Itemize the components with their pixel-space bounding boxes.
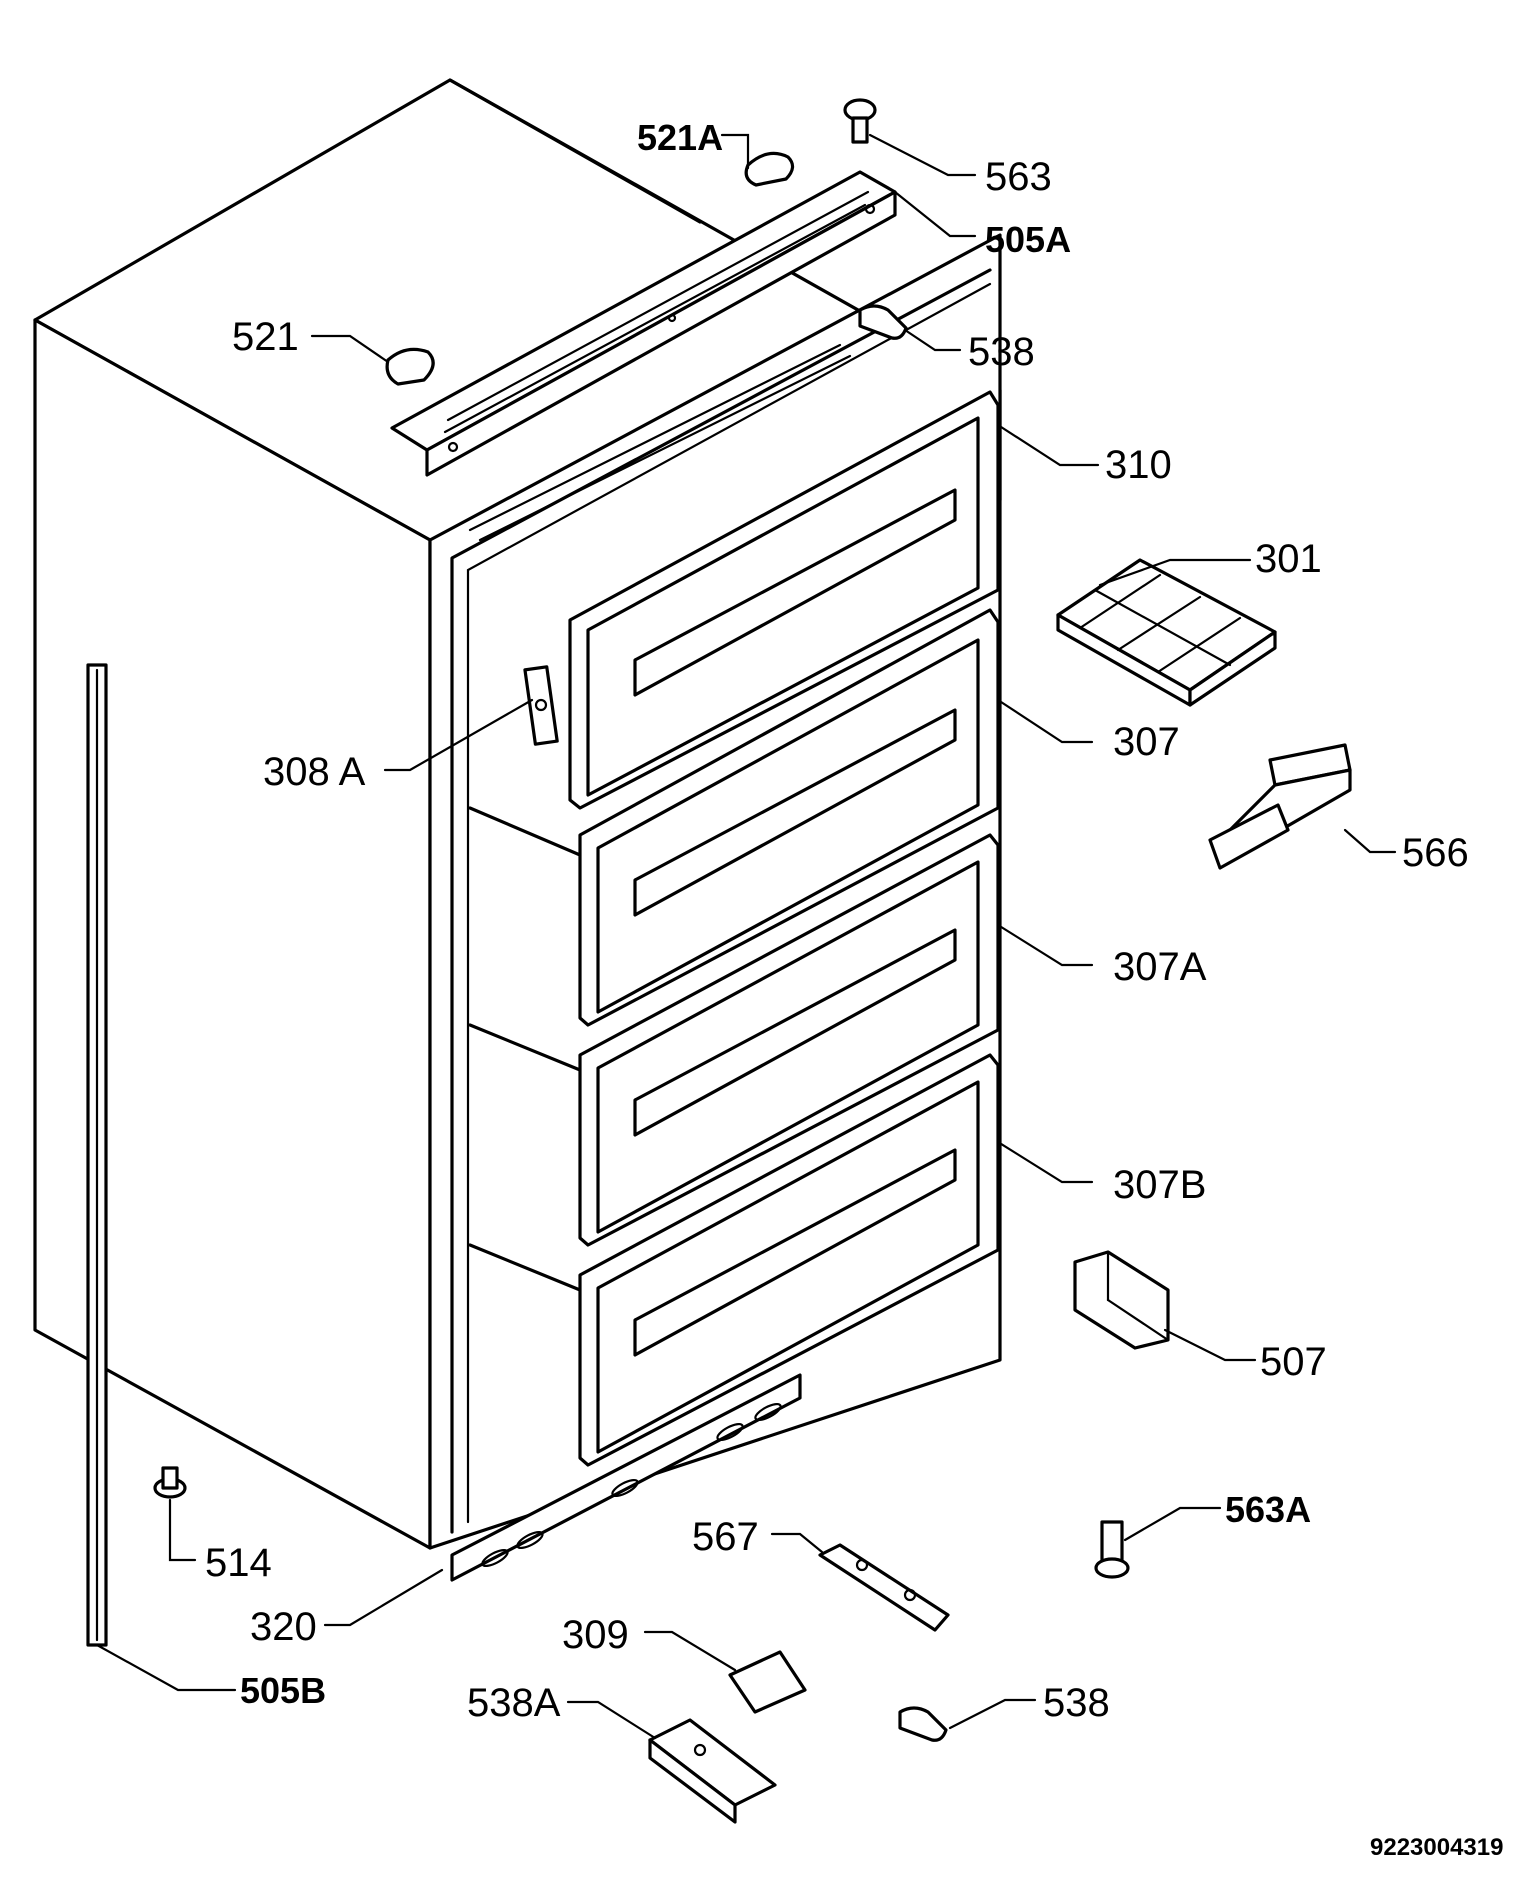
foot-514 (153, 1466, 187, 1499)
bracket-567 (818, 1543, 950, 1632)
label-309: 309 (562, 1613, 629, 1657)
hinge-pin-538-bottom (898, 1706, 948, 1742)
drawer-307b (468, 1053, 1000, 1467)
hinge-cap-521 (385, 347, 435, 386)
hinge-pin-538-top (858, 304, 908, 340)
label-538-bottom: 538 (1043, 1681, 1110, 1725)
label-563: 563 (985, 155, 1052, 199)
ice-scraper-566 (1208, 743, 1352, 870)
hinge-cap-521a (744, 151, 795, 187)
drawer-307a (468, 833, 1000, 1247)
label-310: 310 (1105, 443, 1172, 487)
drawer-310 (568, 390, 1000, 810)
top-hinge-bar (390, 170, 897, 477)
label-538-top: 538 (968, 330, 1035, 374)
label-505b: 505B (240, 1670, 326, 1711)
label-507: 507 (1260, 1340, 1327, 1384)
label-566: 566 (1402, 831, 1469, 875)
label-514: 514 (205, 1541, 272, 1585)
hinge-538a (648, 1718, 777, 1824)
cover-309 (728, 1650, 807, 1714)
screw-563a (1094, 1520, 1130, 1579)
label-521: 521 (232, 315, 299, 359)
part-labels: 521A 563 505A 521 538 310 301 308 A 307 … (205, 117, 1469, 1725)
label-320: 320 (250, 1605, 317, 1649)
label-538a: 538A (467, 1681, 561, 1725)
label-301: 301 (1255, 537, 1322, 581)
label-307a: 307A (1113, 945, 1207, 989)
label-567: 567 (692, 1515, 759, 1559)
hinge-plate-308a (523, 665, 559, 746)
ice-tray-301 (1056, 558, 1277, 707)
label-521a: 521A (637, 117, 723, 158)
label-307b: 307B (1113, 1163, 1206, 1207)
bottom-plinth-320 (450, 1373, 802, 1582)
leader-lines (95, 133, 1397, 1740)
drawing-number: 9223004319 (1370, 1834, 1503, 1861)
drawer-307 (468, 608, 1000, 1027)
screw-563 (843, 98, 877, 144)
label-308a: 308 A (263, 750, 366, 794)
label-505a: 505A (985, 219, 1071, 260)
label-563a: 563A (1225, 1489, 1311, 1530)
door-seal-505b (86, 663, 108, 1647)
handle-507 (1073, 1250, 1170, 1350)
label-307: 307 (1113, 720, 1180, 764)
